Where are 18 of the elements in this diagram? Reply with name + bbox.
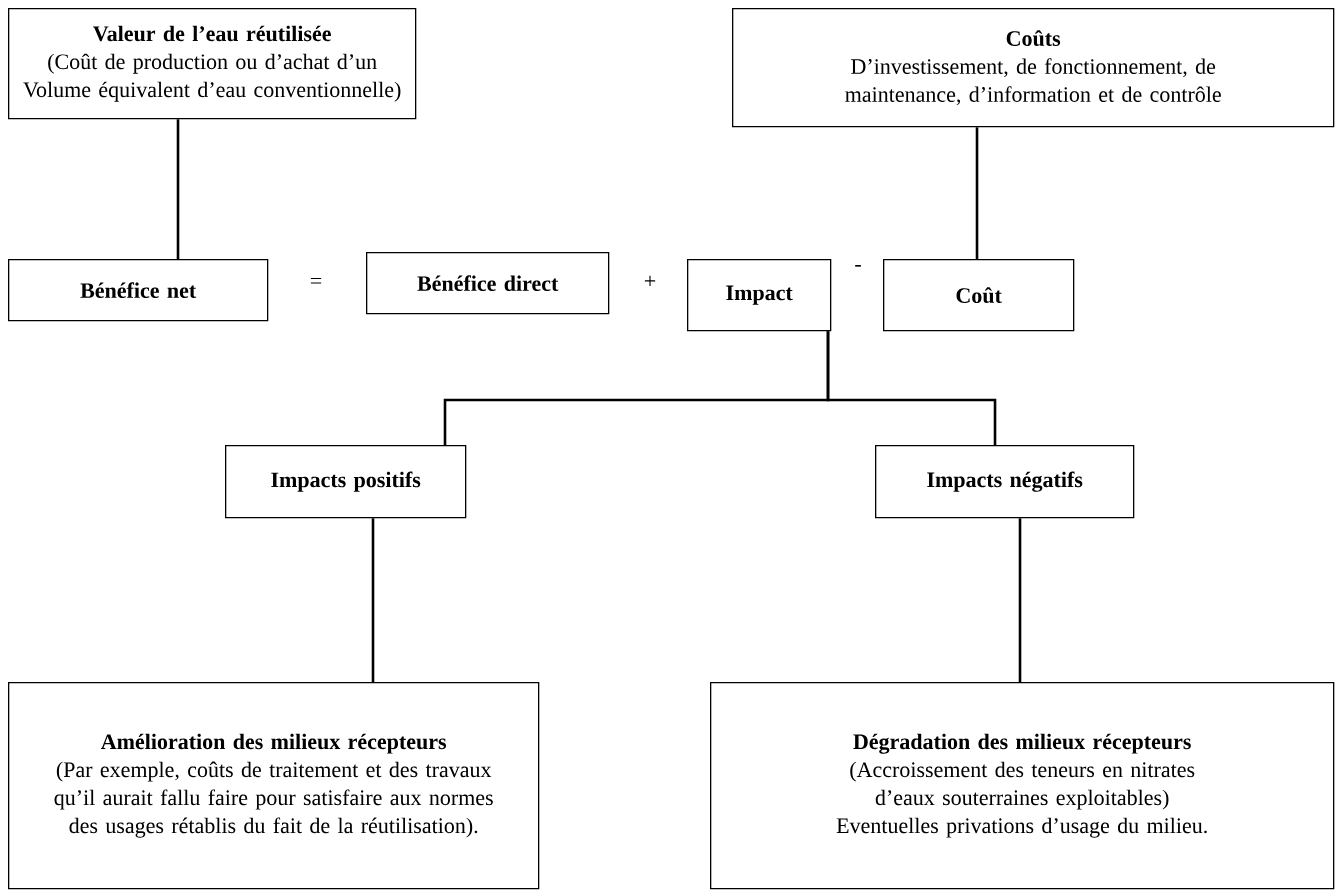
connector-line [371, 518, 375, 682]
connector-line [975, 127, 979, 259]
term-box: Impacts négatifs [875, 445, 1135, 519]
text-box: Dégradation des milieux récepteurs (Accroissement des teneurs en nitrates d’eaux souterraines exploitables) Eventuelles privations d’usage du milieu. [710, 682, 1335, 890]
text-box: Coûts D’investissement, de fonctionnement, de maintenance, d’information et de contrôle [732, 8, 1335, 128]
text-box: Amélioration des milieux récepteurs (Par exemple, coûts de traitement et des travaux qu’il aurait fallu faire pour satisfaire aux normes des usages rétablis du fait de la réutilisation). [8, 682, 540, 890]
text-box: Valeur de l’eau réutilisée (Coût de production ou d’achat d’un Volume équivalent d’eau conventionnelle) [8, 8, 417, 120]
term-box: Bénéfice direct [366, 252, 610, 315]
connector-line [1018, 518, 1022, 682]
operator-sign: - [855, 265, 861, 267]
term-box: Coût [883, 259, 1075, 332]
connector-line [826, 331, 997, 445]
term-box: Bénéfice net [8, 259, 269, 322]
operator-sign: = [310, 278, 322, 284]
connector-line [176, 119, 180, 259]
term-box: Impacts positifs [225, 445, 467, 519]
term-box: Impact [687, 259, 832, 332]
operator-sign: + [644, 275, 656, 287]
